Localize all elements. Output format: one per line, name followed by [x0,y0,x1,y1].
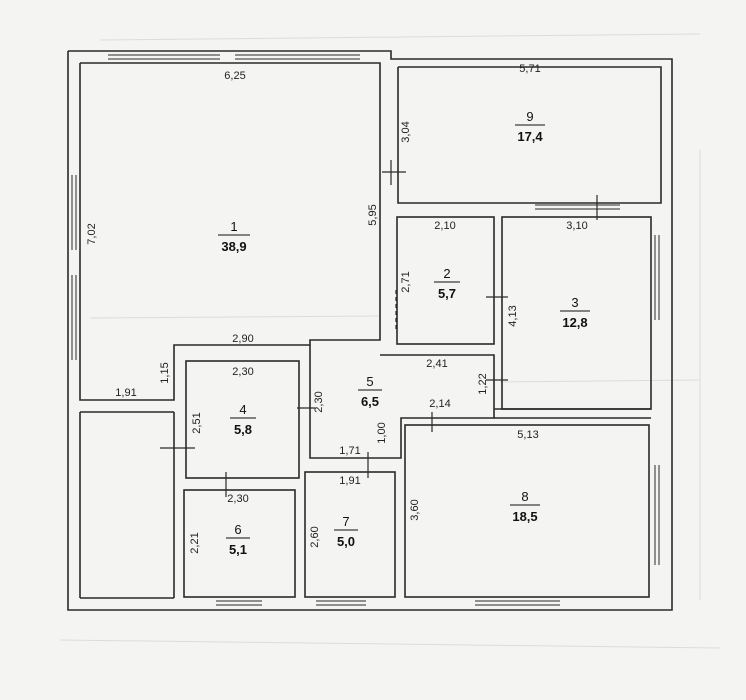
window-room7-bottom [316,600,366,606]
room-9-number: 9 [526,109,533,124]
window-room6-bottom [216,600,262,606]
dim-1-15: 1,15 [159,362,171,383]
dim-5-13: 5,13 [517,429,538,441]
dim-5-71: 5,71 [519,63,540,75]
window-room3-right [654,235,660,320]
room-3-number: 3 [571,295,578,310]
room-1-number: 1 [230,219,237,234]
window-room1-left [71,175,77,360]
room-6-number: 6 [234,522,241,537]
dim-1-22: 1,22 [477,373,489,394]
dim-3-10: 3,10 [566,220,587,232]
door-marks [160,160,598,497]
scan-texture [59,33,721,649]
room-5-number: 5 [366,374,373,389]
window-room3-top [535,204,620,210]
room-2-area: 5,7 [438,286,456,301]
dim-2-51: 2,51 [191,412,203,433]
dim-2-10: 2,10 [434,220,455,232]
room-labels: 1 38,9 2 5,7 3 12,8 4 5,8 5 6,5 6 5,1 7 … [218,109,590,557]
dim-2-21: 2,21 [189,532,201,553]
room-4-number: 4 [239,402,246,417]
dim-3-04: 3,04 [400,121,412,142]
dim-2-14: 2,14 [429,398,450,410]
window-room8-right [654,465,660,565]
dim-4-13: 4,13 [507,305,519,326]
window-room8-bottom [475,600,560,606]
room-4-area: 5,8 [234,422,252,437]
room-2-number: 2 [443,266,450,281]
dim-1-91-room7: 1,91 [339,475,360,487]
dim-2-30-room4: 2,30 [232,366,253,378]
dim-5-95: 5,95 [367,204,379,225]
dim-2-30-corridor: 2,30 [313,391,325,412]
walls [67,50,673,611]
window-room1-top [108,54,360,60]
room-3-area: 12,8 [562,315,587,330]
room-6-area: 5,1 [229,542,247,557]
dim-2-30-room6: 2,30 [227,493,248,505]
dim-2-71: 2,71 [400,271,412,292]
dim-6-25: 6,25 [224,70,245,82]
room-1-area: 38,9 [221,239,246,254]
room-5-area: 6,5 [361,394,379,409]
dimension-labels: 6,25 7,02 5,95 3,04 5,71 2,10 2,71 3,10 … [86,63,588,554]
dim-1-91-left: 1,91 [115,387,136,399]
dim-2-90: 2,90 [232,333,253,345]
room-9-area: 17,4 [517,129,543,144]
dim-2-60: 2,60 [309,526,321,547]
room-8-number: 8 [521,489,528,504]
dim-1-71: 1,71 [339,445,360,457]
room-7-number: 7 [342,514,349,529]
room-7-area: 5,0 [337,534,355,549]
windows [71,54,660,606]
dim-3-60: 3,60 [409,499,421,520]
dim-1-00: 1,00 [376,422,388,443]
room-8-area: 18,5 [512,509,537,524]
dim-7-02: 7,02 [86,223,98,244]
dim-2-41: 2,41 [426,358,447,370]
